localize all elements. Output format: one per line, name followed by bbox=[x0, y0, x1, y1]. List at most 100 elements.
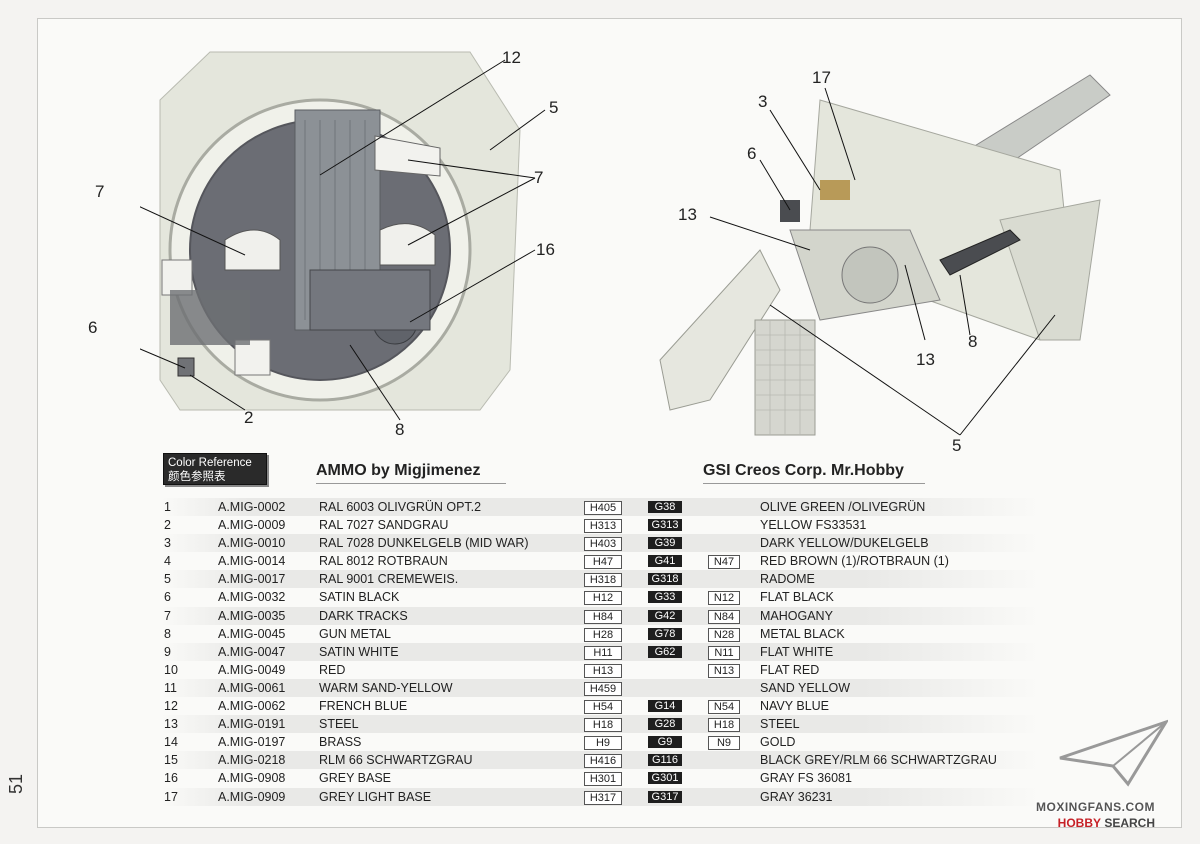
gsi-color-name: GOLD bbox=[760, 735, 796, 750]
mr-hobby-n-code: N28 bbox=[708, 627, 740, 642]
mr-hobby-h-code: H18 bbox=[584, 718, 622, 733]
callout-8: 8 bbox=[395, 420, 405, 439]
mr-hobby-h-code: H313 bbox=[584, 519, 622, 534]
gsi-color-name: RED BROWN (1)/ROTBRAUN (1) bbox=[760, 554, 949, 569]
mr-hobby-n-code: N9 bbox=[708, 736, 740, 751]
ammo-header: AMMO by Migjimenez bbox=[316, 462, 506, 484]
callout-13-left: 13 bbox=[678, 205, 697, 224]
mr-hobby-g-code: G62 bbox=[648, 645, 682, 658]
row-number: 2 bbox=[164, 518, 171, 533]
mr-hobby-h-code: H54 bbox=[584, 700, 622, 715]
ammo-code: A.MIG-0017 bbox=[218, 572, 286, 587]
mr-hobby-n-code: N54 bbox=[708, 700, 740, 715]
ammo-color-name: GUN METAL bbox=[319, 626, 391, 641]
gsi-color-name: BLACK GREY/RLM 66 SCHWARTZGRAU bbox=[760, 753, 997, 768]
row-number: 4 bbox=[164, 554, 171, 569]
mr-hobby-h-code: H403 bbox=[584, 537, 622, 552]
mr-hobby-n-code: N47 bbox=[708, 555, 740, 570]
ammo-color-name: RAL 7028 DUNKELGELB (MID WAR) bbox=[319, 536, 529, 551]
watermark-brand: HOBBY SEARCH bbox=[1036, 816, 1155, 830]
gsi-color-name: OLIVE GREEN /OLIVEGRÜN bbox=[760, 500, 926, 514]
color-reference-label: Color Reference 颜色参照表 bbox=[163, 453, 267, 485]
gsi-color-name: MAHOGANY bbox=[760, 608, 833, 623]
row-number: 7 bbox=[164, 608, 171, 623]
row-number: 12 bbox=[164, 699, 178, 714]
ammo-color-name: RAL 7027 SANDGRAU bbox=[319, 518, 449, 533]
gsi-color-name: STEEL bbox=[760, 717, 800, 732]
gsi-color-name: METAL BLACK bbox=[760, 626, 845, 641]
ammo-color-name: STEEL bbox=[319, 717, 359, 732]
gsi-color-name: GRAY 36231 bbox=[760, 789, 833, 804]
ammo-code: A.MIG-0908 bbox=[218, 771, 286, 786]
ammo-color-name: RAL 6003 OLIVGRÜN OPT.2 bbox=[319, 500, 482, 514]
mr-hobby-g-code: G42 bbox=[648, 609, 682, 622]
ammo-code: A.MIG-0191 bbox=[218, 717, 286, 732]
watermark-site: MOXINGFANS.COM bbox=[1036, 800, 1156, 814]
page-number: 51 bbox=[6, 773, 26, 794]
ammo-color-name: WARM SAND-YELLOW bbox=[319, 680, 453, 695]
row-number: 3 bbox=[164, 536, 171, 551]
row-number: 6 bbox=[164, 590, 171, 605]
mr-hobby-h-code: H317 bbox=[584, 790, 622, 805]
row-number: 13 bbox=[164, 717, 178, 732]
gsi-color-name: GRAY FS 36081 bbox=[760, 771, 852, 786]
callout-7-right: 7 bbox=[534, 168, 544, 187]
mr-hobby-g-code: G301 bbox=[648, 772, 682, 785]
mr-hobby-n-code: N11 bbox=[708, 645, 740, 660]
mr-hobby-g-code: G9 bbox=[648, 736, 682, 749]
mr-hobby-h-code: H416 bbox=[584, 754, 622, 769]
row-number: 11 bbox=[164, 680, 177, 695]
gun-mount-illustration: 17 3 6 13 13 8 5 bbox=[640, 60, 1130, 460]
row-number: 15 bbox=[164, 753, 178, 768]
ammo-color-name: RLM 66 SCHWARTZGRAU bbox=[319, 753, 473, 768]
ammo-code: A.MIG-0061 bbox=[218, 680, 286, 695]
gsi-color-name: FLAT RED bbox=[760, 662, 820, 677]
mr-hobby-g-code: G313 bbox=[648, 519, 682, 532]
row-number: 14 bbox=[164, 735, 178, 750]
mr-hobby-h-code: H84 bbox=[584, 609, 622, 624]
color-reference-en: Color Reference bbox=[168, 457, 252, 469]
row-number: 5 bbox=[164, 572, 171, 587]
ammo-color-name: RAL 8012 ROTBRAUN bbox=[319, 554, 448, 569]
watermark-brand-rest: SEARCH bbox=[1101, 816, 1156, 830]
ammo-color-name: DARK TRACKS bbox=[319, 608, 408, 623]
mr-hobby-g-code: G28 bbox=[648, 718, 682, 731]
ammo-color-name: SATIN BLACK bbox=[319, 590, 400, 605]
ammo-code: A.MIG-0032 bbox=[218, 590, 286, 605]
ammo-code: A.MIG-0002 bbox=[218, 500, 286, 514]
row-number: 17 bbox=[164, 789, 178, 804]
mr-hobby-g-code: G78 bbox=[648, 627, 682, 640]
color-reference-cn: 颜色参照表 bbox=[168, 471, 226, 483]
ammo-code: A.MIG-0062 bbox=[218, 699, 286, 714]
mr-hobby-h-code: H12 bbox=[584, 591, 622, 606]
callout-2: 2 bbox=[244, 408, 254, 427]
gsi-color-name: NAVY BLUE bbox=[760, 699, 830, 714]
gsi-color-name: RADOME bbox=[760, 572, 815, 587]
mr-hobby-g-code: G317 bbox=[648, 790, 682, 803]
ammo-code: A.MIG-0909 bbox=[218, 789, 286, 804]
mr-hobby-n-code: N12 bbox=[708, 591, 740, 606]
callout-5: 5 bbox=[549, 98, 559, 117]
ammo-color-name: RAL 9001 CREMEWEIS. bbox=[319, 572, 459, 587]
paper-plane-icon bbox=[1058, 718, 1170, 793]
mr-hobby-g-code: G318 bbox=[648, 573, 682, 586]
ammo-color-name: FRENCH BLUE bbox=[319, 699, 408, 714]
row-number: 8 bbox=[164, 626, 171, 641]
ammo-code: A.MIG-0009 bbox=[218, 518, 286, 533]
mr-hobby-g-code: G116 bbox=[648, 754, 682, 767]
ammo-code: A.MIG-0047 bbox=[218, 644, 286, 659]
mr-hobby-g-code: G14 bbox=[648, 700, 682, 713]
mr-hobby-g-code: G41 bbox=[648, 555, 682, 568]
mr-hobby-h-code: H9 bbox=[584, 736, 622, 751]
mr-hobby-h-code: H13 bbox=[584, 663, 622, 678]
callout-13-right: 13 bbox=[916, 350, 935, 369]
